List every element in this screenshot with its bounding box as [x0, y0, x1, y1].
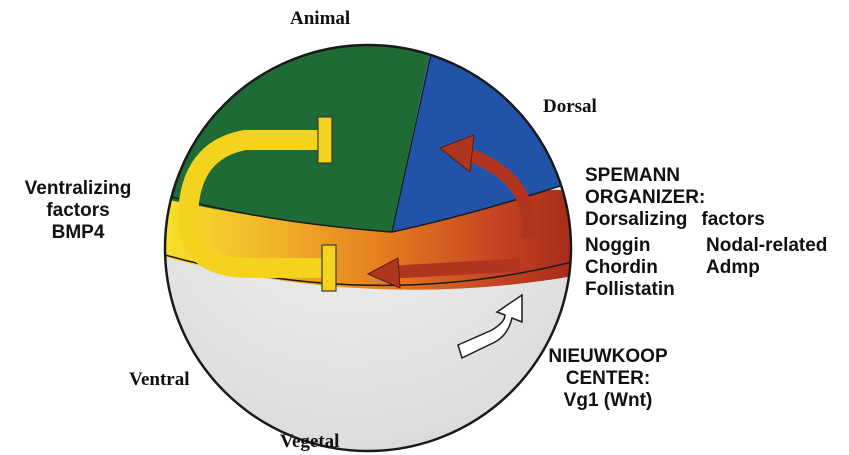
dorsal-label: Dorsal [543, 96, 597, 118]
ventral-inhibition-bar-top [318, 117, 332, 163]
spemann-title1: SPEMANN [585, 165, 705, 187]
organizer-arrow-left [395, 265, 520, 272]
factor-follistatin: Follistatin [585, 279, 675, 301]
spemann-organizer-label: SPEMANN ORGANIZER: [585, 165, 705, 209]
animal-pole-label: Animal [290, 8, 350, 30]
factor-nodal-related: Nodal-related [706, 235, 827, 257]
factors-word: factors [701, 209, 764, 230]
ventralizing-line3: BMP4 [8, 222, 148, 244]
factor-noggin: Noggin [585, 235, 675, 257]
ventralizing-line2: factors [8, 200, 148, 222]
left-factor-list: Noggin Chordin Follistatin [585, 235, 675, 301]
spemann-title2: ORGANIZER: [585, 187, 705, 209]
ventral-label: Ventral [129, 369, 190, 391]
ventral-inhibition-bar-bottom [322, 245, 336, 291]
nieuwkoop-line1: NIEUWKOOP [538, 346, 678, 368]
nieuwkoop-line3: Vg1 (Wnt) [538, 390, 678, 412]
ventralizing-factors-label: Ventralizing factors BMP4 [8, 178, 148, 244]
nieuwkoop-center-label: NIEUWKOOP CENTER: Vg1 (Wnt) [538, 346, 678, 412]
nieuwkoop-line2: CENTER: [538, 368, 678, 390]
dorsalizing-word: Dorsalizing [585, 209, 687, 230]
dorsalizing-heading: Dorsalizing factors [585, 209, 765, 231]
ventralizing-line1: Ventralizing [8, 178, 148, 200]
right-factor-list: Nodal-related Admp [706, 235, 827, 279]
vegetal-pole-label: Vegetal [280, 431, 339, 453]
factor-admp: Admp [706, 257, 827, 279]
factor-chordin: Chordin [585, 257, 675, 279]
